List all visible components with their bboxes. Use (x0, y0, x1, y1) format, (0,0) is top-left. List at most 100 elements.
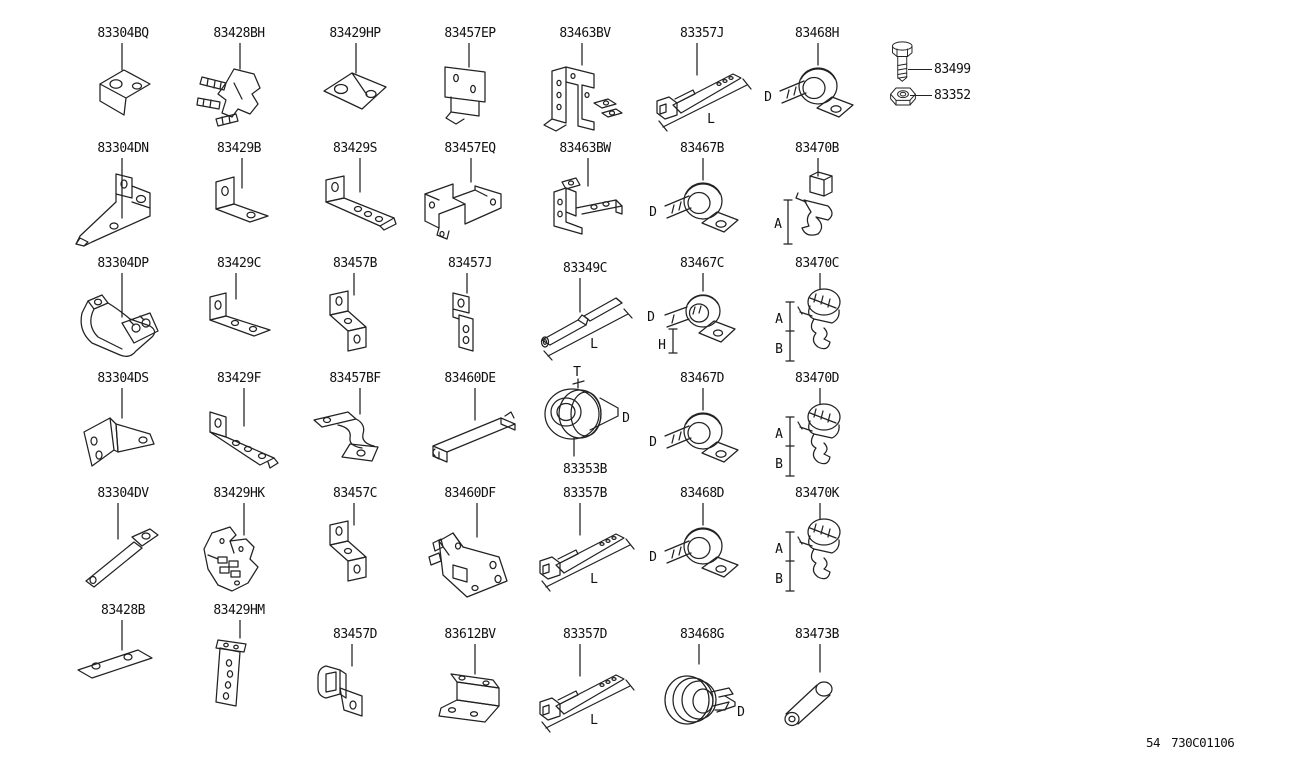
part-item: 83457BF (290, 371, 420, 497)
part-number[interactable]: 83357J (680, 26, 724, 41)
part-drawing (290, 387, 420, 497)
part-number[interactable]: 83304DP (97, 256, 149, 271)
part-drawing: D (752, 42, 882, 152)
part-item: 83470B A (752, 141, 882, 267)
part-drawing: L (520, 502, 650, 612)
part-number[interactable]: 83499 (934, 62, 971, 77)
part-number[interactable]: 83349C (563, 261, 607, 276)
part-number[interactable]: 83470K (795, 486, 839, 501)
part-number[interactable]: 83304DS (97, 371, 149, 386)
dimension-label: B (775, 342, 783, 357)
part-number[interactable]: 83457EP (444, 26, 496, 41)
part-drawing (405, 387, 535, 497)
part-number[interactable]: 83473B (795, 627, 839, 642)
part-drawing: D (637, 157, 767, 267)
part-number[interactable]: 83470D (795, 371, 839, 386)
part-number[interactable]: 83612BV (444, 627, 496, 642)
part-number[interactable]: 83429S (333, 141, 377, 156)
part-number[interactable]: 83463BV (559, 26, 611, 41)
part-drawing (174, 619, 304, 729)
part-number[interactable]: 83428B (101, 603, 145, 618)
part-number[interactable]: 83428BH (213, 26, 265, 41)
part-drawing (174, 502, 304, 612)
nut-drawing (886, 84, 920, 113)
part-number[interactable]: 83467C (680, 256, 724, 271)
part-number[interactable]: 83429F (217, 371, 261, 386)
part-number[interactable]: 83304BQ (97, 26, 149, 41)
part-number[interactable]: 83457EQ (444, 141, 496, 156)
dimension-label: B (775, 457, 783, 472)
part-item: 83304DV (58, 486, 188, 612)
part-number[interactable]: 83467B (680, 141, 724, 156)
dimension-label: D (737, 705, 745, 720)
part-item: 83304DN (58, 141, 188, 267)
dimension-label: A (774, 217, 782, 232)
part-drawing: D (637, 502, 767, 612)
part-number[interactable]: 83468G (680, 627, 724, 642)
part-item: 83304BQ (58, 26, 188, 152)
part-drawing (290, 157, 420, 267)
part-item: 83429S (290, 141, 420, 267)
leader-line (910, 95, 932, 97)
part-item: 83429HM (174, 603, 304, 729)
part-item: 83429B (174, 141, 304, 267)
part-number[interactable]: 83457J (448, 256, 492, 271)
part-number[interactable]: 83460DE (444, 371, 496, 386)
part-drawing: A (752, 157, 882, 267)
part-number[interactable]: 83467D (680, 371, 724, 386)
part-item: 83463BV (520, 26, 650, 152)
part-drawing: D (637, 643, 767, 753)
part-drawing (58, 157, 188, 267)
part-item: 83428B (58, 603, 188, 729)
part-number[interactable]: 83357B (563, 486, 607, 501)
dimension-label: A (775, 427, 783, 442)
part-number[interactable]: 83457B (333, 256, 377, 271)
part-number[interactable]: 83357D (563, 627, 607, 642)
part-drawing (520, 157, 650, 267)
part-drawing (174, 272, 304, 382)
part-number[interactable]: 83457D (333, 627, 377, 642)
part-number[interactable]: 83463BW (559, 141, 611, 156)
part-number[interactable]: 83353B (563, 462, 607, 477)
part-number[interactable]: 83304DN (97, 141, 149, 156)
part-item: 83429HK (174, 486, 304, 612)
part-number[interactable]: 83429C (217, 256, 261, 271)
part-number[interactable]: 83470B (795, 141, 839, 156)
part-drawing (174, 157, 304, 267)
part-drawing (405, 643, 535, 753)
part-item: 83428BH (174, 26, 304, 152)
dimension-label: B (775, 572, 783, 587)
part-number[interactable]: 83304DV (97, 486, 149, 501)
part-item: 83357J L (637, 26, 767, 152)
part-number[interactable]: 83457C (333, 486, 377, 501)
part-number[interactable]: 83468D (680, 486, 724, 501)
part-number[interactable]: 83429HM (213, 603, 265, 618)
part-drawing (520, 42, 650, 152)
dimension-label: D (647, 310, 655, 325)
part-drawing (405, 502, 535, 612)
part-number[interactable]: 83429HP (329, 26, 381, 41)
part-number[interactable]: 83352 (934, 88, 971, 103)
part-number[interactable]: 83460DF (444, 486, 496, 501)
part-item: 83429F (174, 371, 304, 497)
part-number[interactable]: 83429B (217, 141, 261, 156)
part-number[interactable]: 83468H (795, 26, 839, 41)
part-number[interactable]: 83470C (795, 256, 839, 271)
part-number[interactable]: 83457BF (329, 371, 381, 386)
part-item: 83429HP (290, 26, 420, 152)
dimension-label: L (707, 112, 715, 127)
part-number[interactable]: 83429HK (213, 486, 265, 501)
part-drawing (290, 42, 420, 152)
part-item: 83429C (174, 256, 304, 382)
